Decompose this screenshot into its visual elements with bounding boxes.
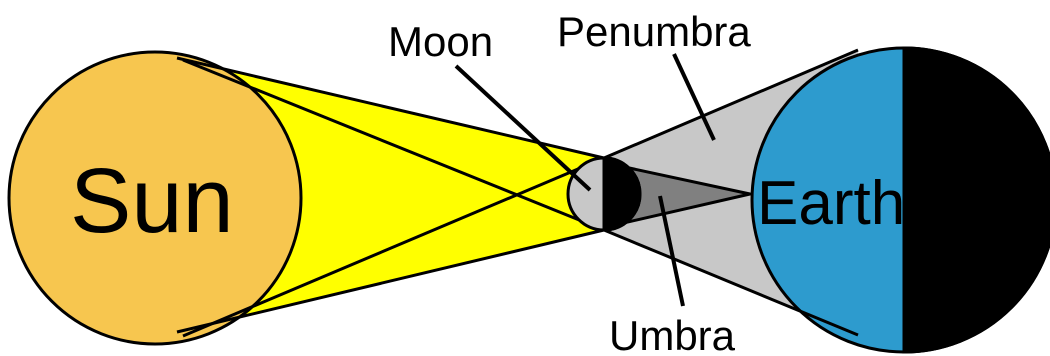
sunlight-cross-line-1 [182, 58, 605, 232]
sunlight-cross-line-2 [182, 156, 605, 338]
umbra-leader-line [658, 195, 685, 307]
moon-label: Moon [388, 18, 493, 65]
penumbra-edge-top [603, 48, 859, 160]
sunlight-edge-top [176, 56, 605, 160]
penumbra-leader-line [672, 53, 716, 141]
sun-label: Sun [70, 150, 234, 252]
penumbra-label: Penumbra [557, 8, 751, 55]
sunlight-edge-bottom [176, 228, 605, 334]
sun-disc [7, 50, 303, 346]
earth-label: Earth [757, 169, 905, 238]
umbra-label: Umbra [609, 312, 736, 356]
moon-leader-line [454, 64, 592, 192]
penumbra-edge-bottom [603, 228, 859, 337]
earth-night-side [902, 46, 1050, 354]
moon-dark-side [602, 156, 642, 232]
